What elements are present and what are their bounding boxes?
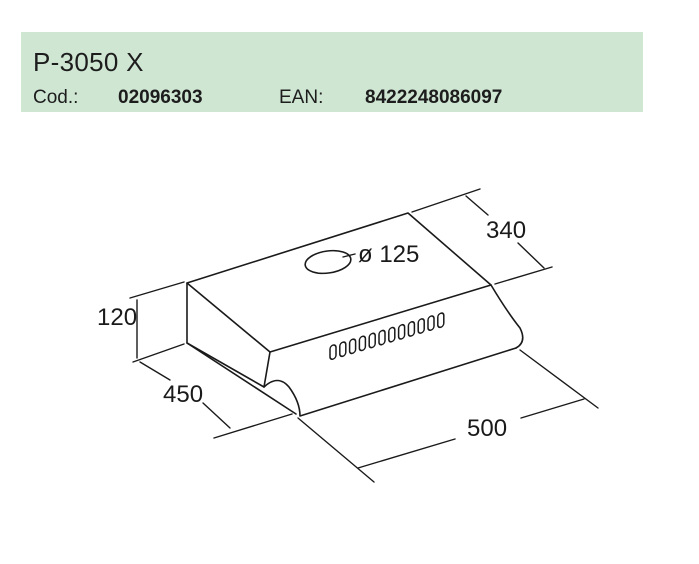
dim-450-line-a <box>139 361 171 381</box>
dim-500-line-b <box>520 398 585 419</box>
vent-slot <box>417 318 425 334</box>
product-header: P-3050 X Cod.: 02096303 EAN: 84222480860… <box>21 32 643 112</box>
vent-slot <box>397 323 406 340</box>
vent-slots <box>329 312 445 361</box>
dim-340-line-a <box>465 195 489 216</box>
vent-slot <box>407 321 416 337</box>
depth-top-label: 340 <box>486 217 526 244</box>
dim-500-ext-left <box>297 417 375 483</box>
vent-slot <box>329 344 337 361</box>
dim-340-line-b <box>517 242 545 269</box>
dim-120-ext-bottom <box>132 343 185 363</box>
hood-lip-edge <box>186 342 297 415</box>
hood-left-side <box>186 282 271 388</box>
vent-slot <box>388 326 396 343</box>
dim-500-ext-right <box>519 349 599 409</box>
vent-slot <box>348 338 357 355</box>
hood-top-panel <box>186 212 492 353</box>
model-title: P-3050 X <box>33 47 144 77</box>
hood-front-lip <box>263 347 517 417</box>
dim-340-ext-bottom <box>494 266 553 285</box>
dim-450-line-b <box>202 402 231 429</box>
hood-right-side <box>490 284 524 349</box>
vent-slot <box>378 329 386 346</box>
dim-120-ext-top <box>129 281 185 299</box>
dim-450-ext-bottom <box>213 413 293 439</box>
height-label: 120 <box>97 304 137 331</box>
duct-outlet <box>304 249 352 275</box>
vent-slot <box>339 341 347 358</box>
dim-500-line-a <box>357 438 456 469</box>
vent-slot <box>358 335 367 352</box>
dimension-lines <box>129 188 599 483</box>
width-label: 500 <box>467 415 507 442</box>
vent-slot <box>368 332 376 349</box>
cod-value: 02096303 <box>118 87 203 108</box>
depth-side-label: 450 <box>163 381 203 408</box>
ean-label: EAN: <box>279 87 324 108</box>
vent-slot <box>427 315 435 332</box>
dim-340-ext-top <box>411 188 481 213</box>
cod-label: Cod.: <box>33 87 79 108</box>
hood-outline <box>186 212 524 417</box>
vent-slot <box>437 312 445 329</box>
duct-leader <box>342 253 356 258</box>
ean-value: 8422248086097 <box>365 87 503 108</box>
duct-diameter-label: ø 125 <box>358 241 419 268</box>
